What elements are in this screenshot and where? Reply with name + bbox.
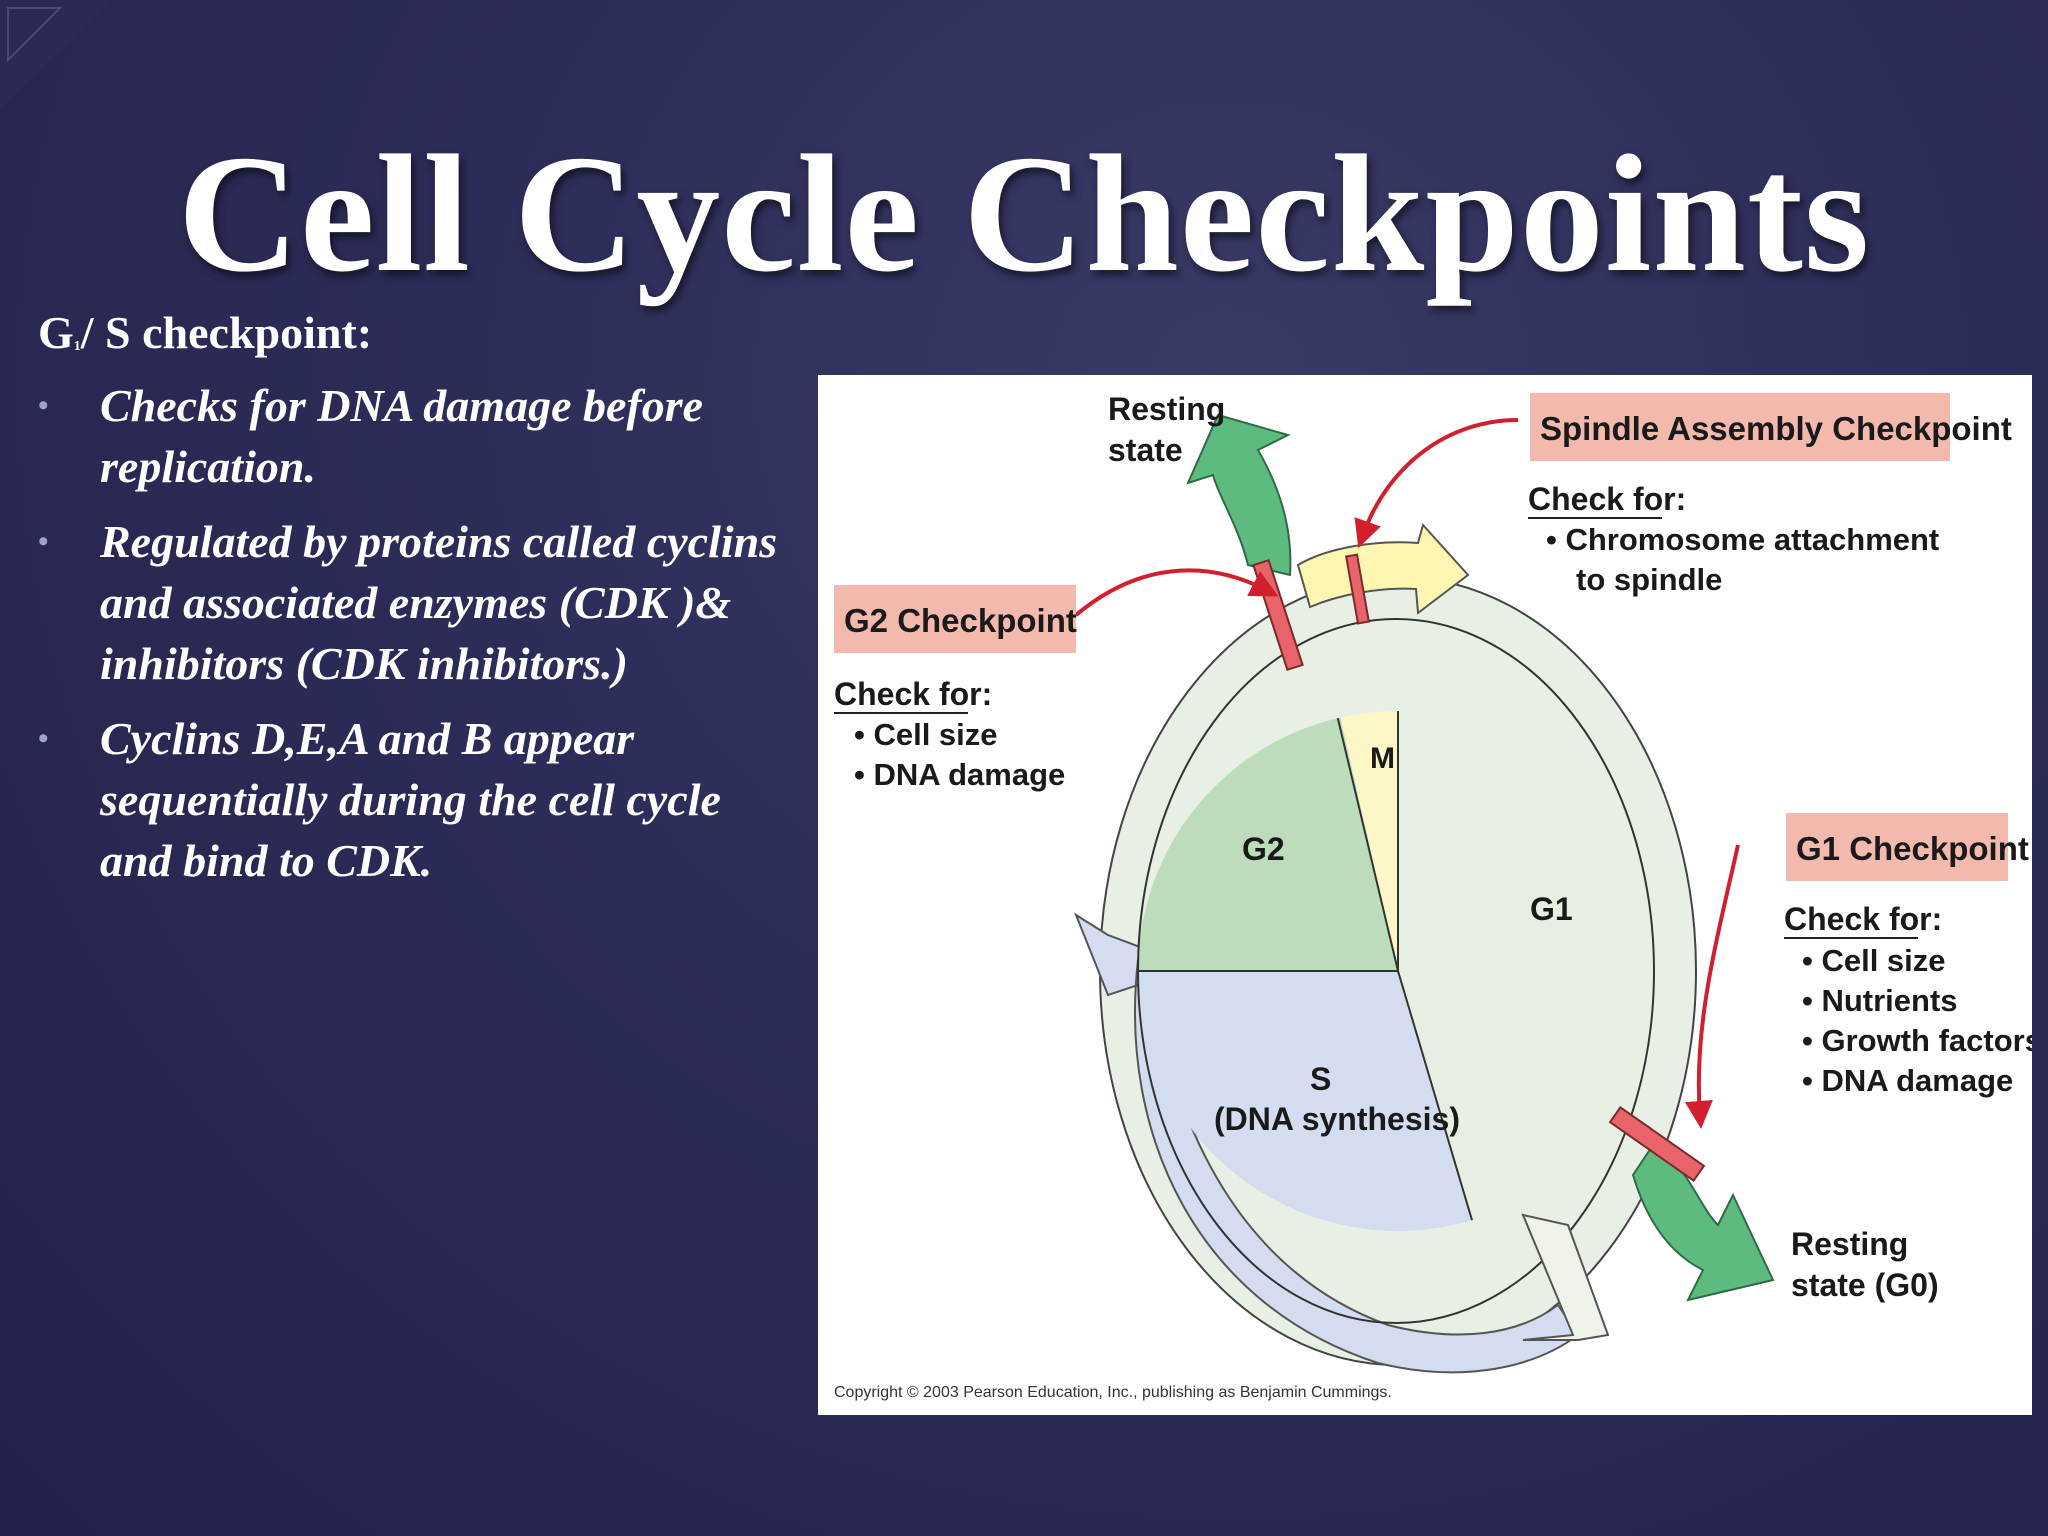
m-sector <box>1308 711 1398 971</box>
bullet-dot-icon: • <box>38 722 49 755</box>
g1-arc-arrowhead <box>1521 1213 1610 1341</box>
spindle-check-for: Check for: <box>1528 481 1686 517</box>
g2-item-2: • DNA damage <box>854 757 1065 792</box>
figure-copyright: Copyright © 2003 Pearson Education, Inc.… <box>834 1384 1392 1401</box>
cell-cycle-diagram: M G2 G1 S (DNA synthesis) Resting state … <box>818 375 2032 1415</box>
resting-top-label-2: state <box>1108 432 1183 468</box>
subheading: G1/ S checkpoint: <box>38 307 373 358</box>
slide-title: Cell Cycle Checkpoints <box>177 121 1871 307</box>
spindle-checkpoint-title: Spindle Assembly Checkpoint <box>1540 410 2012 447</box>
bullet-item: •Cyclins D,E,A and B appear sequentially… <box>38 708 798 891</box>
resting-top-label-1: Resting <box>1108 391 1225 427</box>
bullet-list: •Checks for DNA damage before replicatio… <box>38 375 798 905</box>
g1-item-4: • DNA damage <box>1802 1063 2013 1098</box>
phase-s-sublabel: (DNA synthesis) <box>1214 1101 1460 1137</box>
g1-sector <box>1398 711 1658 1231</box>
g1-item-1: • Cell size <box>1802 943 1946 978</box>
g1-item-2: • Nutrients <box>1802 983 1958 1018</box>
m-arc-arrow <box>1296 522 1470 615</box>
phase-s-label: S <box>1310 1061 1331 1097</box>
phase-g2-label: G2 <box>1242 831 1285 867</box>
spindle-checkpoint-box <box>1530 393 1950 461</box>
phase-g1-label: G1 <box>1530 891 1573 927</box>
g1-checkpoint-title: G1 Checkpoint <box>1796 830 2029 867</box>
resting-bottom-label-1: Resting <box>1791 1226 1908 1262</box>
bullet-item: •Checks for DNA damage before replicatio… <box>38 375 798 497</box>
g2-checkpoint-title: G2 Checkpoint <box>844 602 1077 639</box>
spindle-item-2: to spindle <box>1576 562 1722 597</box>
g1-item-3: • Growth factors <box>1802 1023 2032 1058</box>
spindle-checkpoint-bar <box>1345 553 1370 625</box>
g2-pointer-arrow <box>1074 568 1279 617</box>
g2-checkpoint-box <box>834 585 1076 653</box>
cycle-inner-ring <box>1137 618 1655 1324</box>
resting-bottom-label-2: state (G0) <box>1791 1267 1939 1303</box>
g1-pointer-arrow <box>1684 844 1740 1129</box>
g1-check-for: Check for: <box>1784 901 1942 937</box>
bullet-item: •Regulated by proteins called cyclins an… <box>38 511 798 694</box>
corner-decoration <box>0 0 110 110</box>
g2-check-for: Check for: <box>834 676 992 712</box>
spindle-item-1: • Chromosome attachment <box>1546 522 1939 557</box>
cell-cycle-svg: M G2 G1 S (DNA synthesis) Resting state … <box>834 391 2032 1401</box>
bullet-dot-icon: • <box>38 389 49 422</box>
spindle-pointer-arrow <box>1354 418 1519 549</box>
g1-checkpoint-bar <box>1608 1105 1706 1183</box>
resting-top-arrow <box>1186 413 1292 577</box>
bullet-dot-icon: • <box>38 525 49 558</box>
g2-item-1: • Cell size <box>854 717 998 752</box>
phase-m-label: M <box>1370 742 1395 775</box>
g1-checkpoint-box <box>1786 813 2008 881</box>
